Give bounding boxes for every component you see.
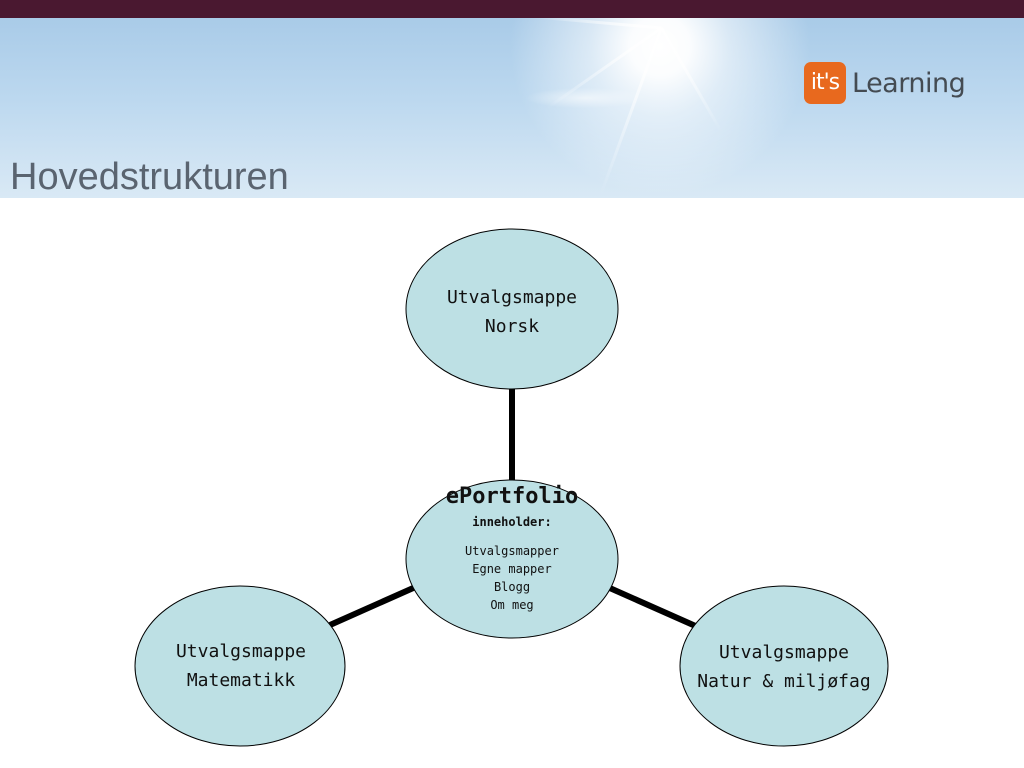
node-matematikk[interactable]: [134, 585, 346, 747]
center-subtitle: inneholder:: [472, 515, 551, 529]
top-bar: [0, 0, 1024, 18]
node-natur-line2: Natur & miljøfag: [697, 671, 870, 692]
node-matematikk-line2: Matematikk: [187, 670, 296, 691]
center-item: Utvalgsmapper: [465, 544, 559, 558]
node-matematikk-line1: Utvalgsmappe: [176, 641, 306, 662]
center-item: Egne mapper: [472, 562, 551, 576]
connector-matematikk: [328, 582, 422, 628]
header-banner: it's Learning Hovedstrukturen: [0, 18, 1024, 198]
connector-natur: [601, 582, 702, 631]
itslearning-logo: it's Learning: [804, 62, 966, 104]
logo-badge: it's: [804, 62, 846, 104]
page-title: Hovedstrukturen: [10, 156, 289, 198]
node-eportfolio[interactable]: [405, 479, 619, 639]
node-norsk-line1: Utvalgsmappe: [447, 287, 577, 308]
center-item: Om meg: [490, 598, 533, 612]
node-natur-line1: Utvalgsmappe: [719, 642, 849, 663]
node-natur[interactable]: [679, 585, 889, 747]
center-title: ePortfolio: [446, 484, 578, 509]
node-norsk[interactable]: [405, 228, 619, 390]
logo-text: Learning: [852, 67, 966, 99]
node-norsk-line2: Norsk: [485, 316, 539, 337]
center-item: Blogg: [494, 580, 530, 594]
